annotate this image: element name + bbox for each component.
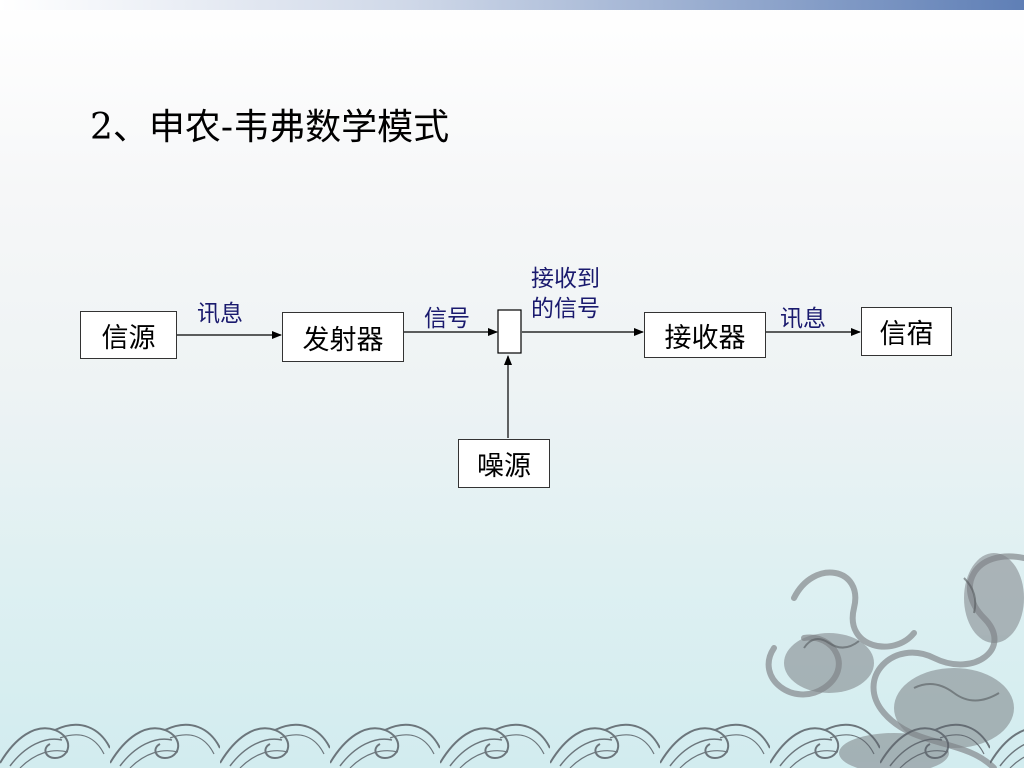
waves-decoration xyxy=(0,716,1024,768)
label-source-to-transmitter: 讯息 xyxy=(197,301,243,327)
label-channel-to-receiver-line1: 接收到 xyxy=(531,266,600,292)
node-source: 信源 xyxy=(80,311,177,359)
label-channel-to-receiver-line2: 的信号 xyxy=(531,296,600,322)
label-receiver-to-destination: 讯息 xyxy=(780,306,826,332)
node-noise-source: 噪源 xyxy=(458,439,550,488)
label-channel-to-receiver: 接收到 的信号 xyxy=(531,264,600,324)
node-transmitter: 发射器 xyxy=(282,312,404,362)
top-accent-bar xyxy=(0,0,1024,10)
label-transmitter-to-channel: 信号 xyxy=(424,306,470,332)
node-receiver: 接收器 xyxy=(644,312,766,358)
node-destination: 信宿 xyxy=(861,307,952,356)
channel-box xyxy=(497,309,522,354)
slide-title: 2、申农-韦弗数学模式 xyxy=(90,107,450,148)
